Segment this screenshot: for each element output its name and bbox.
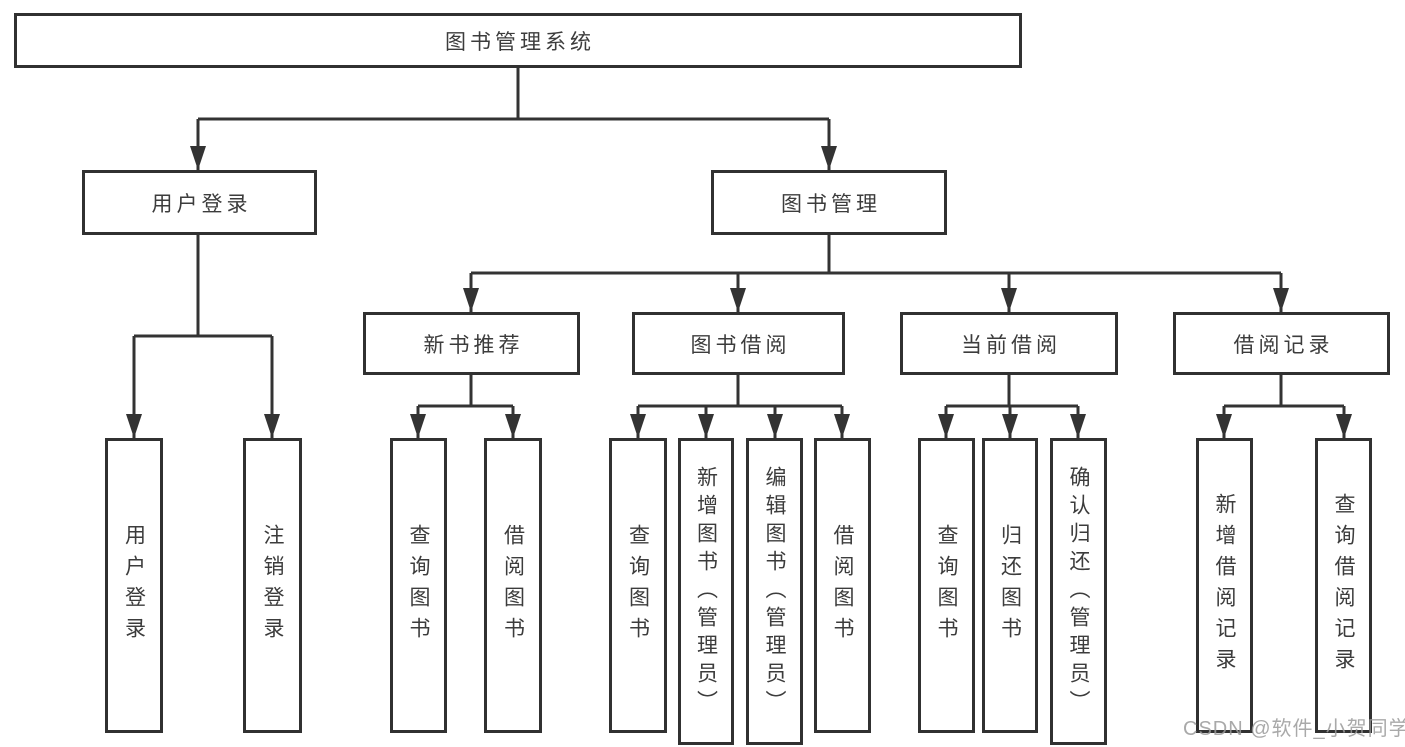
node-label: 借阅图书 — [831, 523, 854, 648]
node-current-borrowing: 当前借阅 — [900, 312, 1118, 375]
leaf-query-books-recommend: 查询图书 — [390, 438, 447, 733]
leaf-logout: 注销登录 — [243, 438, 302, 733]
node-label: 查询图书 — [407, 523, 430, 648]
leaf-add-borrow-record: 新增借阅记录 — [1196, 438, 1253, 733]
node-book-management: 图书管理 — [711, 170, 947, 235]
node-book-borrowing: 图书借阅 — [632, 312, 845, 375]
node-label: 当前借阅 — [961, 333, 1061, 357]
leaf-edit-book-admin: 编辑图书（管理员） — [746, 438, 803, 745]
node-library-system: 图书管理系统 — [14, 13, 1022, 68]
leaf-query-books-current: 查询图书 — [918, 438, 975, 733]
leaf-query-books-borrowing: 查询图书 — [609, 438, 667, 733]
leaf-borrow-books-recommend: 借阅图书 — [484, 438, 542, 733]
node-label: 编辑图书（管理员） — [763, 465, 786, 718]
node-label: 新书推荐 — [423, 333, 524, 357]
leaf-user-login: 用户登录 — [105, 438, 163, 733]
node-label: 用户登录 — [151, 192, 252, 216]
node-label: 查询图书 — [935, 523, 958, 648]
node-label: 用户登录 — [122, 523, 146, 648]
node-borrow-records: 借阅记录 — [1173, 312, 1390, 375]
leaf-confirm-return-admin: 确认归还（管理员） — [1050, 438, 1107, 745]
leaf-borrow-books-borrowing: 借阅图书 — [814, 438, 871, 733]
node-new-book-recommend: 新书推荐 — [363, 312, 580, 375]
node-label: 确认归还（管理员） — [1067, 465, 1090, 718]
node-label: 新增借阅记录 — [1213, 492, 1236, 679]
node-user-login-group: 用户登录 — [82, 170, 317, 235]
node-label: 查询图书 — [626, 523, 650, 648]
csdn-watermark: CSDN @软件_小贺同学 — [1183, 718, 1405, 740]
node-label: 图书管理系统 — [445, 30, 595, 54]
leaf-add-book-admin: 新增图书（管理员） — [678, 438, 734, 745]
node-label: 图书管理 — [781, 192, 881, 216]
leaf-return-book: 归还图书 — [982, 438, 1038, 733]
node-label: 借阅图书 — [501, 523, 525, 648]
node-label: 归还图书 — [998, 523, 1022, 648]
node-label: 查询借阅记录 — [1332, 492, 1355, 679]
leaf-query-borrow-record: 查询借阅记录 — [1315, 438, 1372, 733]
node-label: 借阅记录 — [1233, 333, 1334, 357]
node-label: 注销登录 — [261, 523, 284, 648]
node-label: 图书借阅 — [690, 333, 791, 357]
node-label: 新增图书（管理员） — [694, 465, 718, 718]
